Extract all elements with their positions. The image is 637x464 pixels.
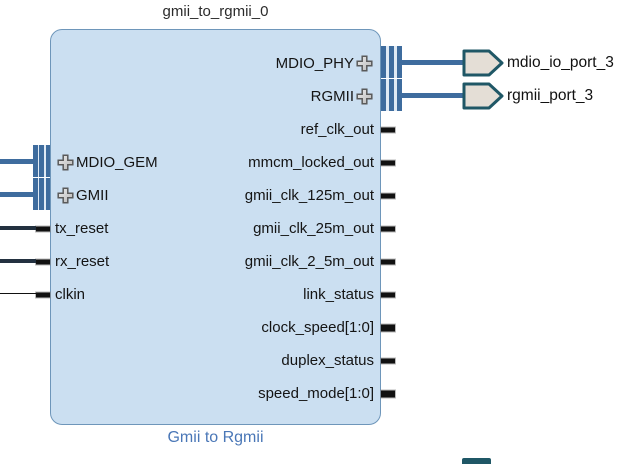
wire-rx-reset[interactable] [0,258,36,263]
pin-label: gmii_clk_125m_out [244,187,374,204]
pin-stub[interactable] [36,259,50,264]
interface-net-bars-gmii[interactable] [33,178,50,210]
pin-row-gmii-clk-125m-out[interactable]: gmii_clk_125m_out [51,179,395,212]
external-port-label: mdio_io_port_3 [507,53,614,71]
pin-row-mdio-phy[interactable]: MDIO_PHY [51,47,380,80]
pin-label: clock_speed[1:0] [261,319,374,336]
wire-tx-reset[interactable] [0,225,36,230]
pin-stub[interactable] [36,226,50,231]
pin-row-gmii-clk-2-5m-out[interactable]: gmii_clk_2_5m_out [51,245,395,278]
external-port-mdio-io-port-3[interactable] [462,49,504,77]
pin-label: gmii_clk_25m_out [253,220,374,237]
pin-label: rx_reset [55,253,110,270]
pin-stub[interactable] [36,292,50,297]
ip-block-gmii-to-rgmii[interactable]: MDIO_PHY RGMII ref_clk_out mmcm_locked_o… [36,29,395,425]
interface-net-mdio-phy[interactable] [402,60,463,65]
interface-net-bars-rgmii[interactable] [381,79,402,111]
plus-icon[interactable] [356,55,373,72]
partial-external-port[interactable] [462,458,491,464]
pin-label: ref_clk_out [300,121,374,138]
pin-label: clkin [55,286,86,303]
pin-row-ref-clk-out[interactable]: ref_clk_out [51,113,395,146]
pin-row-gmii-clk-25m-out[interactable]: gmii_clk_25m_out [51,212,395,245]
pin-stub[interactable] [381,127,395,132]
pin-label: GMII [76,187,109,204]
external-port-rgmii-port-3[interactable] [462,82,504,110]
pin-label: gmii_clk_2_5m_out [244,253,374,270]
pin-stub[interactable] [381,259,395,264]
plus-icon[interactable] [57,187,74,204]
pin-stub[interactable] [381,390,395,397]
interface-net-bars-mdio-gem[interactable] [33,145,50,177]
pin-row-rx-reset[interactable]: rx_reset [36,245,380,278]
pin-stub[interactable] [381,358,395,363]
pin-stub[interactable] [381,193,395,198]
pin-row-clkin[interactable]: clkin [36,278,380,311]
pin-row-mmcm-locked-out[interactable]: mmcm_locked_out [51,146,395,179]
pin-label: link_status [303,286,374,303]
pin-row-mdio-gem[interactable]: MDIO_GEM [51,146,380,179]
pin-row-gmii[interactable]: GMII [51,179,380,212]
pin-stub[interactable] [381,226,395,231]
pin-row-clock-speed[interactable]: clock_speed[1:0] [51,311,395,344]
pin-label: mmcm_locked_out [248,154,374,171]
interface-net-bars-mdio-phy[interactable] [381,46,402,78]
plus-icon[interactable] [356,88,373,105]
block-type-label: Gmii to Rgmii [167,429,264,446]
pin-stub[interactable] [381,292,395,297]
interface-net-rgmii[interactable] [402,93,463,98]
pin-label: duplex_status [281,352,374,369]
pin-label: tx_reset [55,220,109,237]
pin-stub[interactable] [381,324,395,331]
pin-label: MDIO_PHY [275,55,354,72]
pin-row-tx-reset[interactable]: tx_reset [36,212,380,245]
pin-stub[interactable] [381,160,395,165]
pin-row-duplex-status[interactable]: duplex_status [51,344,395,377]
pin-row-speed-mode[interactable]: speed_mode[1:0] [51,377,395,410]
pin-label: MDIO_GEM [76,154,158,171]
pin-label: speed_mode[1:0] [258,385,374,402]
block-instance-name: gmii_to_rgmii_0 [162,3,269,20]
pin-label: RGMII [310,88,354,105]
interface-net-gmii[interactable] [0,192,33,197]
interface-net-mdio-gem[interactable] [0,159,33,164]
wire-clkin[interactable] [0,292,36,295]
plus-icon[interactable] [57,154,74,171]
pin-row-link-status[interactable]: link_status [51,278,395,311]
external-port-label: rgmii_port_3 [507,86,594,104]
pin-row-rgmii[interactable]: RGMII [51,80,380,113]
